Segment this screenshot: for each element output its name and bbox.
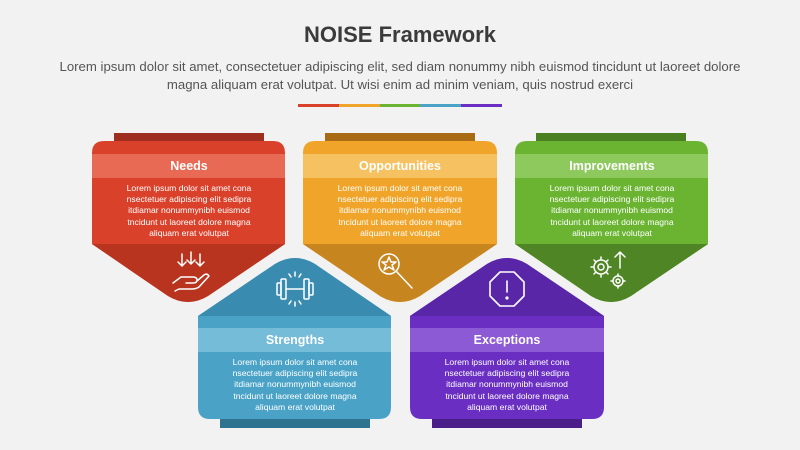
exceptions-label: Exceptions [473, 333, 541, 347]
opportunities-arrow-shade [303, 244, 497, 302]
improvements-top-tab [536, 133, 686, 143]
underline-segment-red [298, 104, 339, 107]
title-underline [298, 104, 502, 107]
gears-arrow-up-icon [590, 251, 626, 289]
card-needs [92, 133, 285, 302]
dumbbell-icon [276, 271, 314, 307]
opportunities-text: Lorem ipsum dolor sit amet cona nsectetu… [337, 183, 463, 238]
strengths-header-band [198, 328, 391, 352]
needs-label: Needs [170, 159, 208, 173]
underline-segment-orange [338, 104, 380, 107]
improvements-label: Improvements [569, 159, 655, 173]
exceptions-text: Lorem ipsum dolor sit amet cona nsectetu… [444, 357, 570, 412]
exceptions-bottom-tab [432, 418, 582, 428]
hand-arrows-down-icon [172, 251, 210, 292]
opportunities-label: Opportunities [359, 159, 441, 173]
opportunities-header-band [303, 154, 497, 178]
needs-arrow-shade [92, 244, 285, 302]
strengths-label: Strengths [265, 333, 325, 347]
underline-segment-green [379, 104, 421, 107]
opportunities-top-tab [325, 133, 475, 143]
card-strengths [198, 258, 391, 428]
needs-header-band [92, 154, 285, 178]
improvements-arrow-shade [515, 244, 708, 302]
needs-top-tab [114, 133, 264, 143]
card-improvements [515, 133, 708, 302]
underline-segment-blue [420, 104, 462, 107]
needs-text: Lorem ipsum dolor sit amet cona nsectetu… [126, 183, 252, 238]
page-subtitle: Lorem ipsum dolor sit amet, consectetuer… [59, 59, 741, 92]
page-title: NOISE Framework [304, 22, 496, 47]
magnifier-star-icon [378, 253, 413, 289]
improvements-text: Lorem ipsum dolor sit amet cona nsectetu… [549, 183, 675, 238]
warning-hexagon-icon [489, 271, 525, 307]
strengths-text: Lorem ipsum dolor sit amet cona nsectetu… [232, 357, 358, 412]
underline-segment-purple [461, 104, 502, 107]
strengths-arrow-shade [198, 258, 391, 316]
card-opportunities [303, 133, 497, 302]
exceptions-header-band [410, 328, 604, 352]
strengths-bottom-tab [220, 418, 370, 428]
card-exceptions [410, 258, 604, 428]
improvements-header-band [515, 154, 708, 178]
